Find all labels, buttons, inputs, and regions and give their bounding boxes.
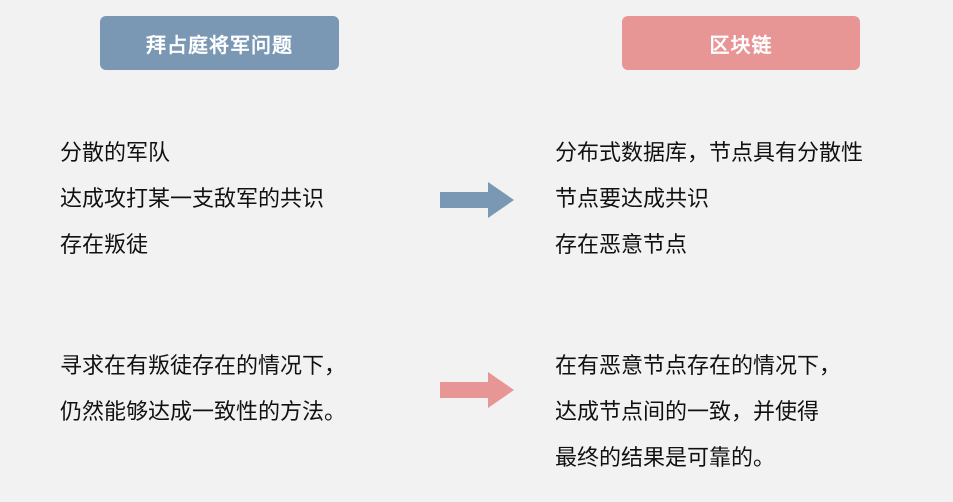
byzantine-goal-line: 仍然能够达成一致性的方法。 bbox=[60, 400, 347, 425]
blockchain-goal: 在有恶意节点存在的情况下， 达成节点间的一致，并使得 最终的结果是可靠的。 bbox=[555, 344, 841, 482]
blockchain-feature-line: 存在恶意节点 bbox=[555, 233, 688, 258]
byzantine-features-list: 分散的军队 达成攻打某一支敌军的共识 存在叛徒 bbox=[60, 131, 324, 269]
blockchain-features-list: 分布式数据库，节点具有分散性 节点要达成共识 存在恶意节点 bbox=[555, 131, 863, 269]
header-byzantine-generals: 拜占庭将军问题 bbox=[100, 16, 339, 70]
byzantine-goal-line: 寻求在有叛徒存在的情况下， bbox=[60, 354, 347, 379]
right-arrow-icon bbox=[440, 180, 514, 224]
byzantine-feature-line: 分散的军队 bbox=[60, 141, 171, 166]
header-byzantine-generals-label: 拜占庭将军问题 bbox=[146, 32, 293, 57]
byzantine-goal: 寻求在有叛徒存在的情况下， 仍然能够达成一致性的方法。 bbox=[60, 344, 346, 436]
byzantine-feature-line: 存在叛徒 bbox=[60, 233, 149, 258]
right-arrow-icon bbox=[440, 370, 514, 414]
blockchain-goal-line: 在有恶意节点存在的情况下， bbox=[555, 354, 842, 379]
blockchain-feature-line: 分布式数据库，节点具有分散性 bbox=[555, 141, 864, 166]
header-blockchain: 区块链 bbox=[622, 16, 860, 70]
blockchain-goal-line: 达成节点间的一致，并使得 bbox=[555, 400, 820, 425]
byzantine-feature-line: 达成攻打某一支敌军的共识 bbox=[60, 187, 325, 212]
header-blockchain-label: 区块链 bbox=[709, 32, 773, 57]
blockchain-goal-line: 最终的结果是可靠的。 bbox=[555, 446, 776, 471]
blockchain-feature-line: 节点要达成共识 bbox=[555, 187, 710, 212]
